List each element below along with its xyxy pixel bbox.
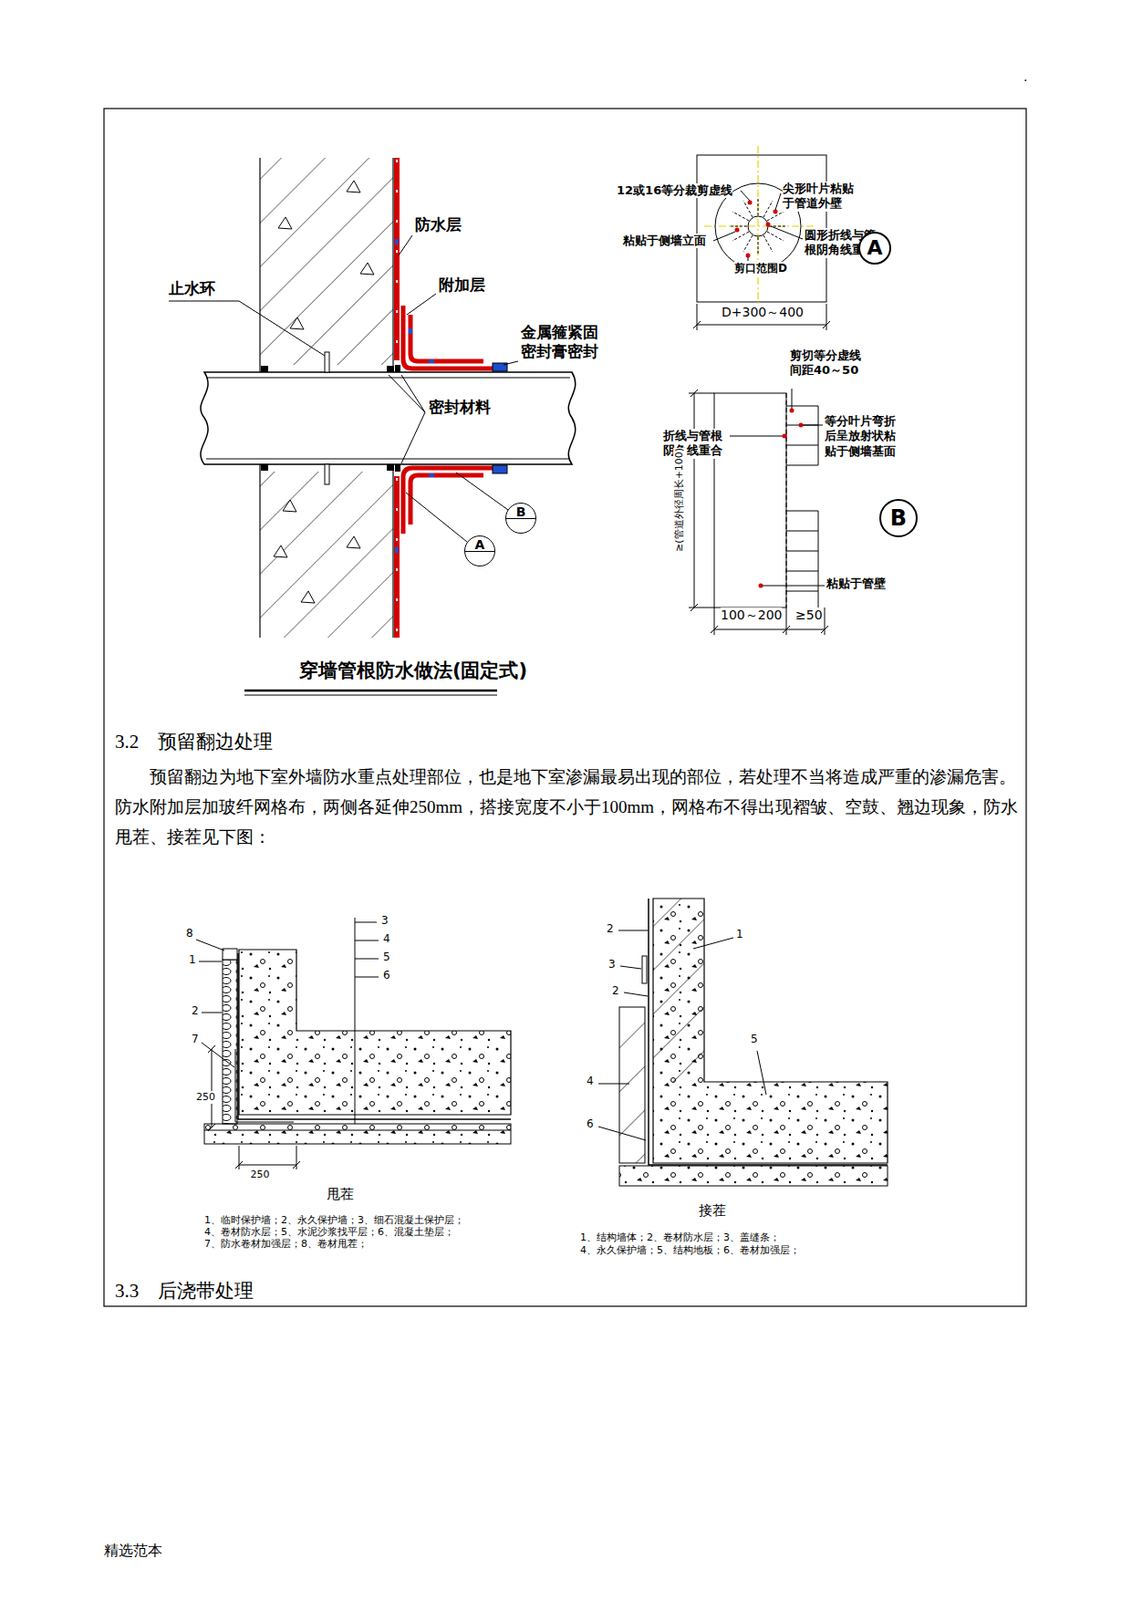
callout-number: 1 (188, 953, 197, 967)
drawing-caption: 穿墙管根防水做法(固定式) (299, 658, 528, 683)
figure-caption: 接茬 (698, 1202, 727, 1220)
callout-number: 8 (186, 926, 194, 941)
callout-number: 5 (750, 1032, 759, 1047)
callout-circle: B (505, 502, 537, 534)
callout-number: 2 (612, 984, 620, 998)
note-label: 12或16等分裁剪虚线 (616, 183, 733, 198)
part-label: 金属箍紧固 密封膏密封 (520, 322, 603, 363)
note-label: 尖形叶片粘贴 于管道外壁 (782, 181, 859, 212)
callout-circle: A (464, 535, 496, 567)
dimension-label: ≥(管道外径周长+100) (673, 447, 686, 552)
callout-number: 6 (586, 1117, 594, 1132)
part-label: 防水层 (415, 215, 462, 235)
dimension-label: 250 (196, 1090, 216, 1104)
part-label: 附加层 (438, 275, 486, 295)
footer-text: 精选范本 (103, 1541, 163, 1560)
callout-number: 7 (191, 1032, 199, 1047)
callout-circle: A (858, 231, 892, 265)
callout-number: 2 (191, 1004, 199, 1018)
section-heading: 3.2 预留翻边处理 (114, 729, 273, 754)
callout-circle: B (879, 498, 918, 538)
legend-note: 7、防水卷材加强层；8、卷材甩茬； (204, 1237, 368, 1251)
callout-letter: B (506, 505, 536, 519)
page-mark: . (1023, 69, 1028, 86)
part-label: 止水环 (168, 279, 216, 299)
legend-note: 4、永久保护墙；5、结构地板；6、卷材加强层； (580, 1244, 800, 1257)
dimension-label: D+300～400 (721, 304, 804, 322)
note-label: 粘贴于管壁 (826, 576, 886, 592)
callout-number: 2 (606, 922, 614, 936)
callout-number: 4 (383, 932, 391, 946)
figure-caption: 甩茬 (326, 1185, 354, 1204)
callout-letter: A (465, 538, 495, 551)
part-label: 密封材料 (428, 397, 491, 417)
callout-number: 4 (586, 1074, 594, 1089)
note-label: 剪切等分虚线 间距40～50 (789, 348, 866, 379)
callout-number: 3 (608, 957, 616, 972)
note-label: 剪口范围D (734, 261, 788, 276)
callout-number: 1 (736, 927, 744, 942)
callout-number: 3 (381, 913, 389, 928)
legend-note: 1、临时保护墙；2、永久保护墙；3、细石混凝土保护层； (204, 1214, 465, 1227)
note-label: 粘贴于侧墙立面 (623, 233, 707, 249)
dimension-label: 250 (250, 1168, 271, 1182)
legend-note: 4、卷材防水层；5、水泥沙浆找平层；6、混凝土垫层； (204, 1225, 455, 1239)
dimension-label: 100～200 (720, 607, 782, 624)
note-label: 等分叶片弯折 后呈放射状粘 贴于侧墙基面 (824, 414, 901, 459)
section-heading: 3.3 后浇带处理 (114, 1278, 254, 1303)
callout-letter: A (866, 238, 883, 259)
body-paragraph: 预留翻边为地下室外墙防水重点处理部位，也是地下室渗漏最易出现的部位，若处理不当将… (114, 761, 1020, 852)
callout-letter: B (890, 507, 907, 530)
callout-number: 5 (383, 950, 391, 965)
legend-note: 1、结构墙体；2、卷材防水层；3、盖缝条； (580, 1231, 780, 1245)
callout-number: 6 (383, 968, 391, 983)
dimension-label: ≥50 (795, 607, 823, 624)
